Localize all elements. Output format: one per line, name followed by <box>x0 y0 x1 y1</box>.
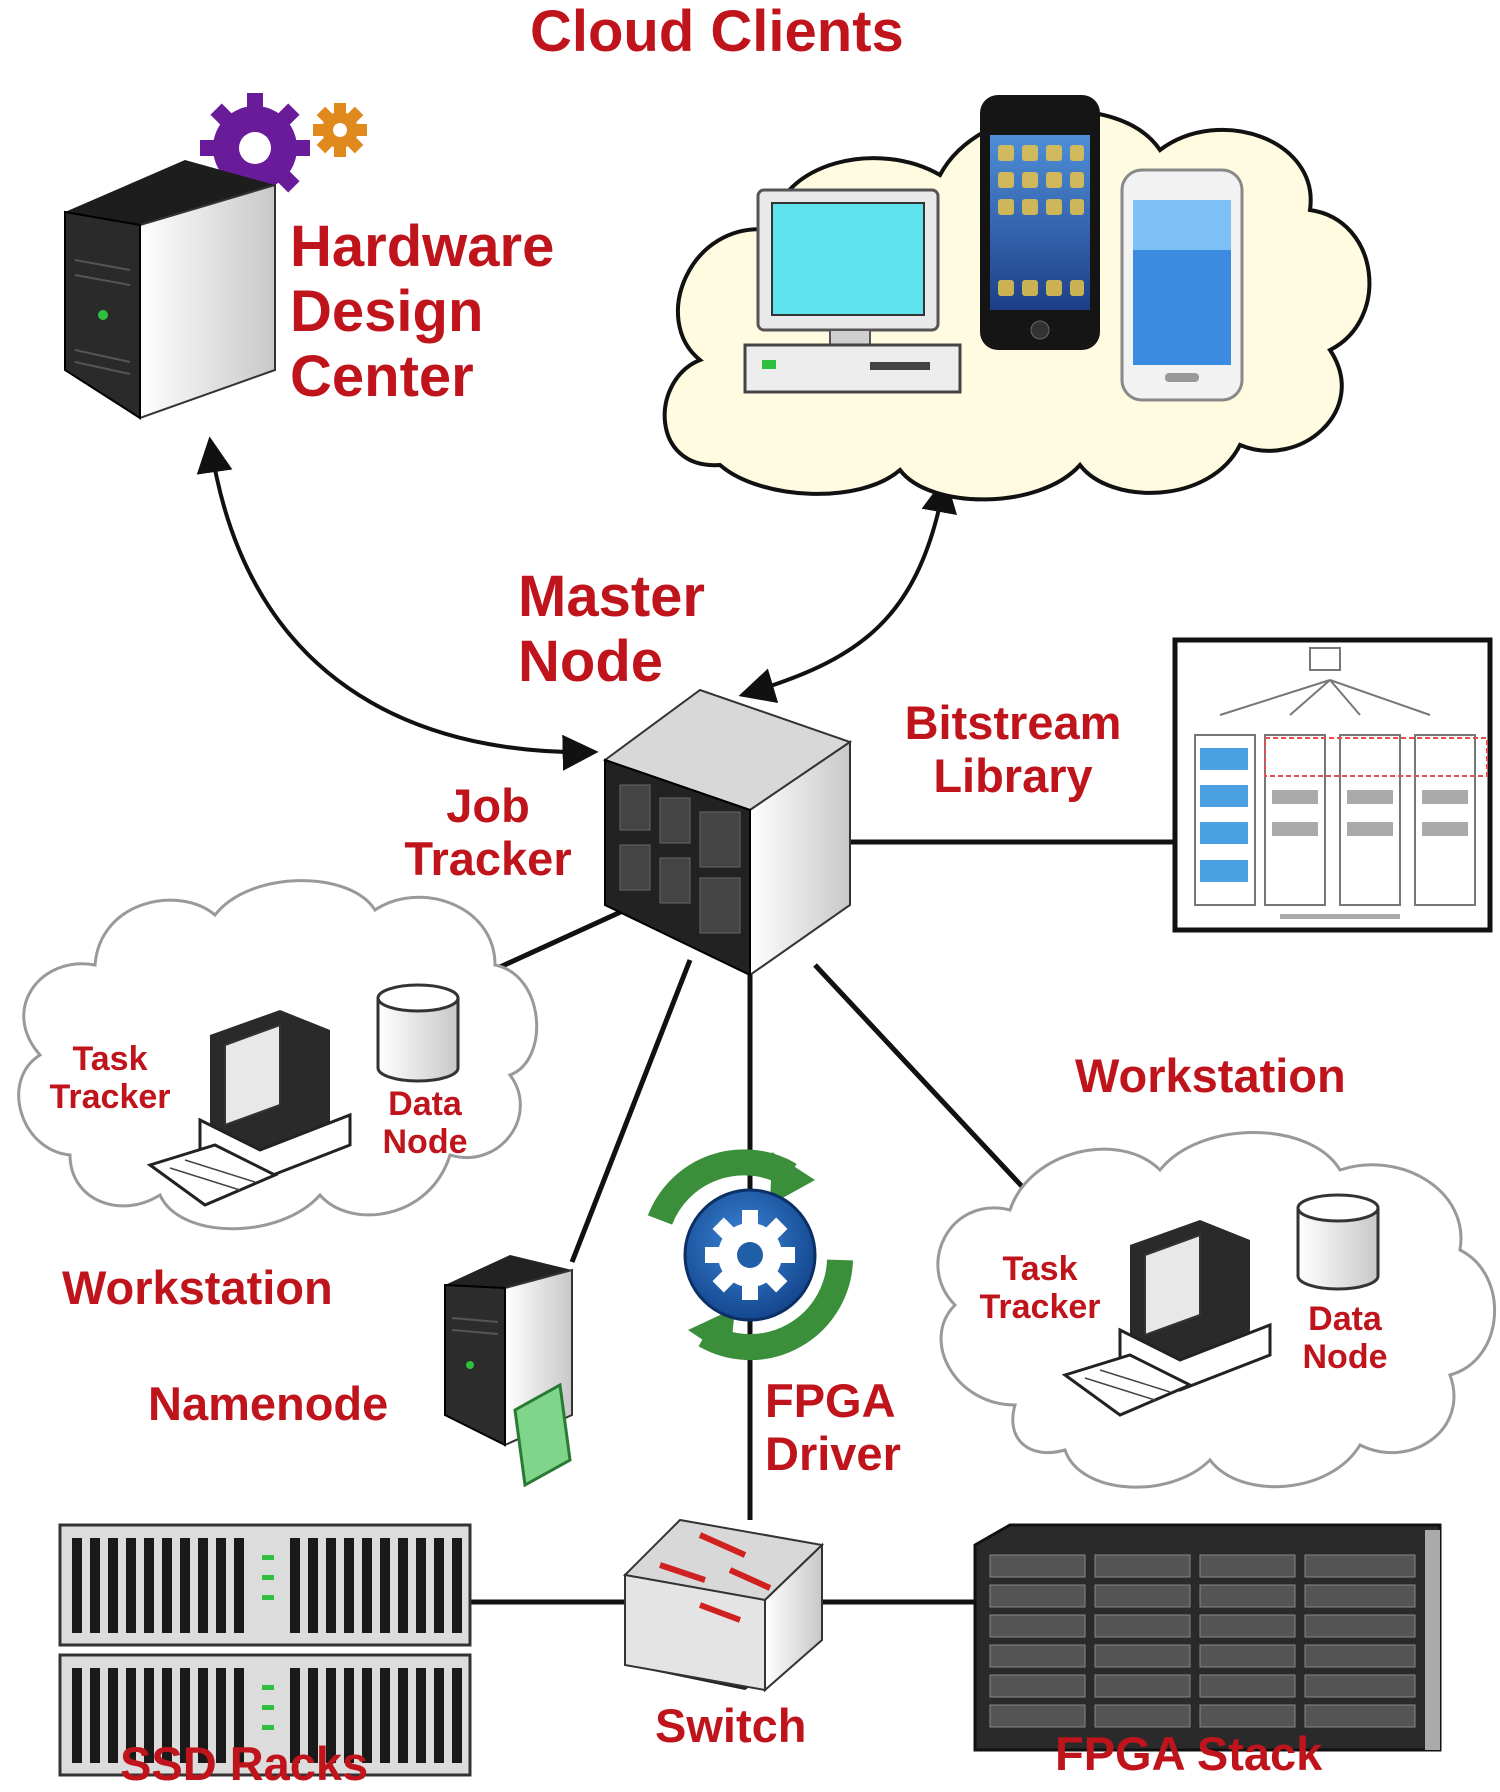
fpga-stack-device <box>973 1523 1442 1752</box>
label-line: Tracker <box>404 831 572 885</box>
desktop-computer-icon <box>743 188 962 394</box>
label-workstation-right: Workstation <box>1075 1049 1346 1102</box>
hardware-design-center-server <box>64 93 367 420</box>
label-line: Bitstream <box>904 696 1122 749</box>
master-node-server <box>602 688 853 977</box>
smartphone-black-icon <box>980 95 1100 350</box>
label-line: Node <box>1302 1338 1388 1377</box>
data-node-cylinder-icon <box>376 983 460 1083</box>
label-line: Hardware <box>290 214 555 279</box>
label-line: Task <box>72 1040 148 1078</box>
label-data-node-left: Data Node <box>365 1085 485 1161</box>
label-line: Tracker <box>979 1288 1101 1327</box>
label-job-tracker: Job Tracker <box>388 779 588 885</box>
computer-terminal-icon <box>1061 1220 1272 1417</box>
network-switch-device <box>622 1518 825 1693</box>
fpga-driver-icon <box>647 1149 853 1361</box>
label-data-node-right: Data Node <box>1285 1300 1405 1376</box>
label-line: Library <box>933 748 1093 802</box>
label-line: Data <box>388 1085 462 1123</box>
smartphone-white-icon <box>1120 168 1244 402</box>
label-line: Data <box>1308 1300 1382 1338</box>
workstation-left-cloud <box>17 879 539 1231</box>
label-line: Center <box>290 343 474 409</box>
label-bitstream-library: Bitstream Library <box>878 696 1148 802</box>
label-hardware-design-center: Hardware Design Center <box>290 214 555 410</box>
link-master-workstation-right <box>813 963 1032 1197</box>
label-cloud-clients: Cloud Clients <box>530 0 904 64</box>
curved-arrows <box>196 436 958 771</box>
label-switch: Switch <box>655 1699 807 1752</box>
label-line: Task <box>1002 1250 1078 1288</box>
label-line: Tracker <box>49 1078 171 1117</box>
connection-lines <box>470 839 1175 1605</box>
label-line: Design <box>290 278 484 344</box>
label-ssd-racks: SSD Racks <box>120 1737 369 1790</box>
namenode-server <box>444 1255 573 1488</box>
arrow-master-cloud-clients <box>738 476 958 704</box>
gear-orange-icon <box>313 103 367 157</box>
label-workstation-left: Workstation <box>62 1261 333 1314</box>
cloud-clients-cloud <box>662 95 1372 502</box>
workstation-right-cloud <box>936 1131 1497 1489</box>
computer-terminal-icon <box>146 1010 352 1207</box>
label-line: FPGA <box>765 1374 896 1427</box>
bitstream-library-document <box>1172 637 1493 933</box>
label-line: Job <box>446 779 530 832</box>
data-node-cylinder-icon <box>1296 1193 1380 1291</box>
arrow-master-hardware-center <box>196 436 599 771</box>
label-master-node: Master Node <box>518 564 705 695</box>
link-master-namenode <box>569 959 693 1263</box>
label-fpga-driver: FPGA Driver <box>765 1374 901 1480</box>
label-line: Node <box>382 1123 468 1162</box>
label-task-tracker-right: Task Tracker <box>945 1250 1135 1326</box>
ssd-racks-device <box>58 1523 472 1777</box>
label-line: Master <box>518 564 705 629</box>
label-line: Driver <box>765 1426 901 1480</box>
label-task-tracker-left: Task Tracker <box>15 1040 205 1116</box>
label-fpga-stack: FPGA Stack <box>1055 1727 1323 1780</box>
label-line: Node <box>518 628 663 694</box>
label-namenode: Namenode <box>148 1377 389 1430</box>
